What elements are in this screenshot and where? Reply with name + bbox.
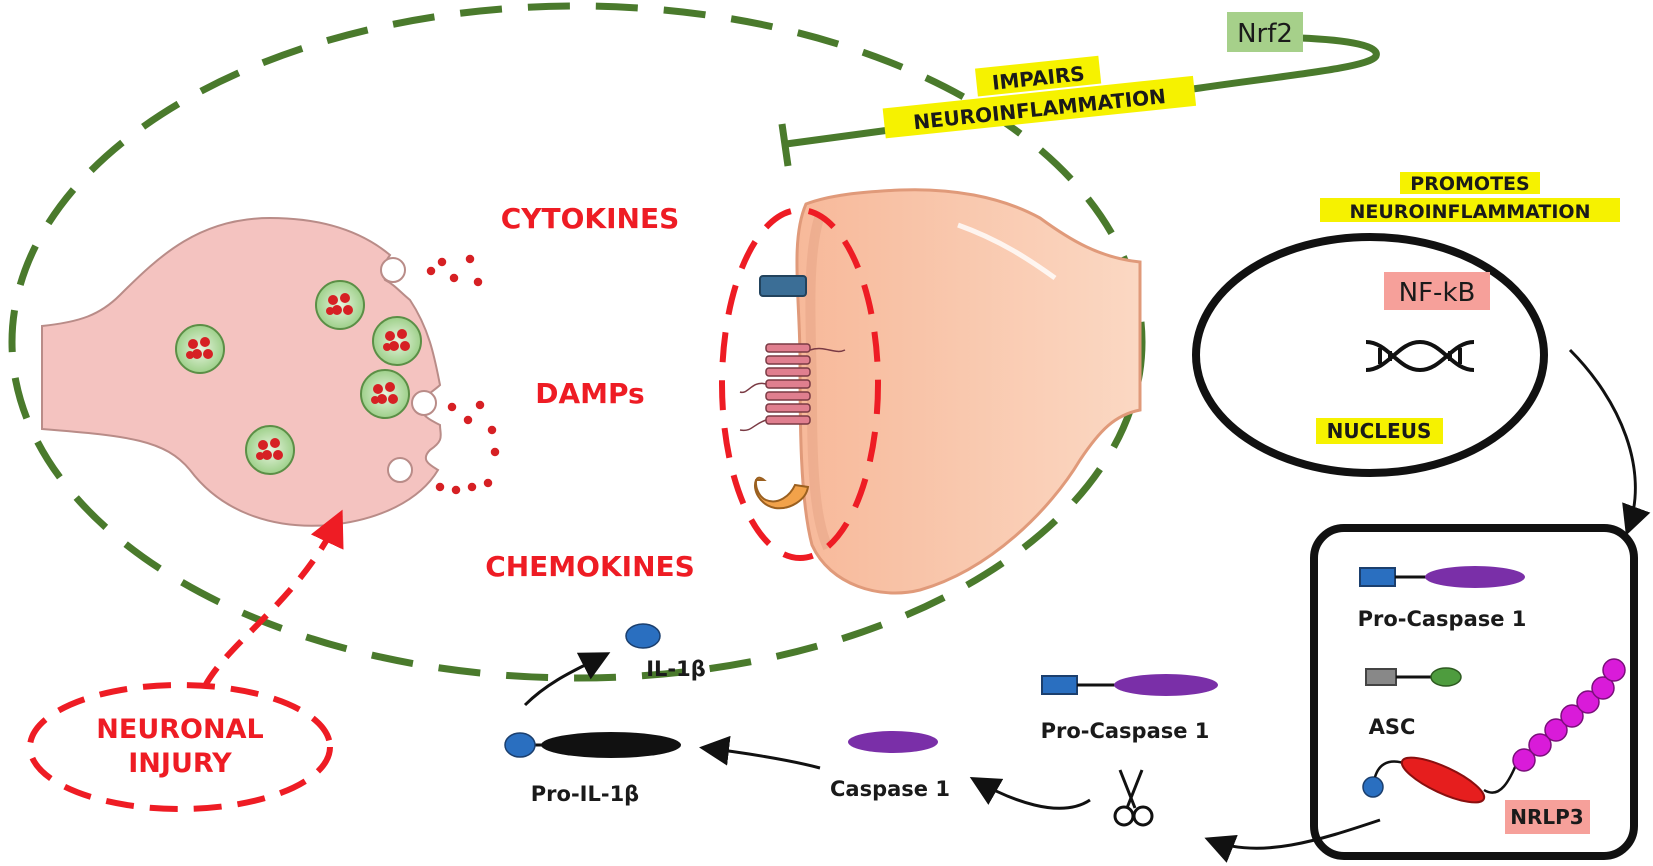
receptor-blue xyxy=(759,275,807,297)
scissors-icon xyxy=(1113,769,1154,827)
nucleus-label: NUCLEUS xyxy=(1327,419,1432,443)
nucleus-outline xyxy=(1192,233,1548,477)
vesicle xyxy=(372,316,422,366)
postsynaptic-cell xyxy=(739,188,1142,595)
nrf2-label: Nrf2 xyxy=(1237,19,1293,49)
vesicle xyxy=(360,369,410,419)
promotes-highlight-2 xyxy=(1320,198,1620,222)
pro-caspase-box-molecule xyxy=(1359,566,1525,588)
nrf2-badge xyxy=(1227,12,1303,52)
cytokines-label: CYTOKINES xyxy=(501,202,680,235)
asc-molecule xyxy=(1365,667,1462,687)
vesicle xyxy=(245,425,295,475)
pro-il1b-molecule xyxy=(504,732,681,758)
cleavage-to-caspase-arrow xyxy=(969,777,1091,810)
neuronal-injury-label-2: INJURY xyxy=(128,748,232,779)
nlrp3-badge xyxy=(1505,800,1590,834)
neuronal-injury-label: NEURONAL xyxy=(96,714,263,745)
nrf2-inhibition-line xyxy=(785,34,1380,148)
inflammasome-box xyxy=(1310,524,1638,860)
damps-label: DAMPs xyxy=(535,377,644,410)
nucleus-to-inflammasome-arrow xyxy=(1568,348,1651,536)
receptor-region xyxy=(719,207,881,561)
promotes-label: PROMOTES xyxy=(1410,173,1529,195)
pro-caspase-mid-label: Pro-Caspase 1 xyxy=(1041,719,1210,743)
pro-il1b-label: Pro-IL-1β xyxy=(531,782,639,806)
pro-il1b-to-il1b-arrow xyxy=(523,652,611,707)
receptor-transmembrane xyxy=(739,343,846,432)
injury-arrow xyxy=(202,509,344,688)
asc-label: ASC xyxy=(1369,715,1416,739)
nucleus-highlight xyxy=(1316,418,1443,444)
impairs-label-group: IMPAIRS NEUROINFLAMMATION xyxy=(882,55,1197,139)
neuronal-injury-oval xyxy=(27,682,333,812)
inflammasome-to-cleavage-arrow xyxy=(1204,818,1381,863)
pro-caspase-box-label: Pro-Caspase 1 xyxy=(1358,607,1527,631)
chemokines-label: CHEMOKINES xyxy=(485,550,695,583)
inhibition-bar xyxy=(778,123,792,167)
receptor-orange xyxy=(754,476,810,510)
vesicle xyxy=(175,324,225,374)
promotes-label-2: NEUROINFLAMMATION xyxy=(1350,201,1591,223)
vesicle xyxy=(315,280,365,330)
promotes-highlight xyxy=(1400,172,1540,194)
caspase1-molecule xyxy=(848,731,938,753)
dna-icon xyxy=(1365,339,1475,373)
caspase1-label: Caspase 1 xyxy=(830,777,950,801)
pro-caspase-mid-molecule xyxy=(1041,674,1218,696)
il1b-label: IL-1β xyxy=(646,657,706,681)
released-molecules xyxy=(425,253,501,496)
caspase-to-pro-il1b-arrow xyxy=(699,735,821,770)
synaptic-vesicles xyxy=(175,280,422,475)
nlrp3-label: NRLP3 xyxy=(1510,805,1583,829)
il1b-molecule xyxy=(625,623,661,649)
nfkb-badge xyxy=(1384,272,1490,310)
nlrp3-molecule xyxy=(1362,658,1626,804)
nfkb-label: NF-kB xyxy=(1399,278,1476,308)
